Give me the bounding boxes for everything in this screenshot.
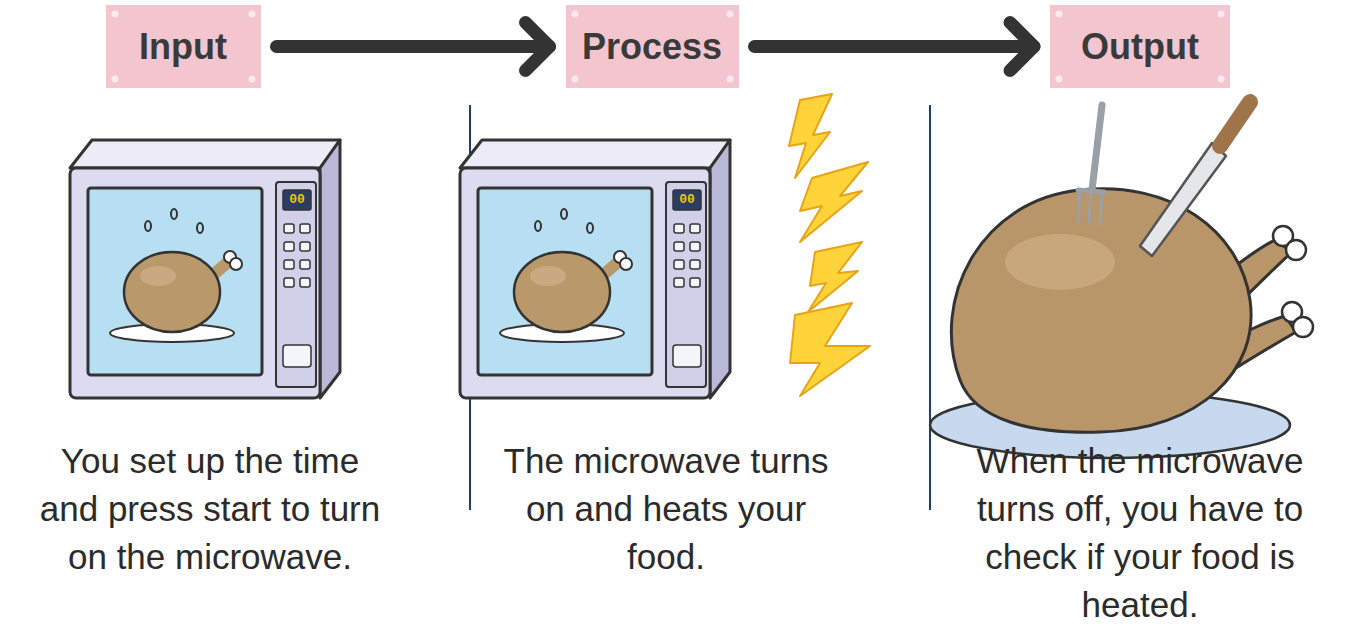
step-caption: The microwave turns on and heats your fo… (488, 437, 844, 581)
turkey-body (951, 189, 1251, 432)
lightning-bolt (789, 94, 832, 178)
lightning-bolt (800, 162, 868, 242)
flow-arrow (755, 23, 1035, 71)
fork-tine (1078, 190, 1080, 222)
flow-arrow (277, 23, 550, 71)
arrow-shaft (277, 40, 550, 53)
microwave (70, 140, 340, 398)
fork-tine (1100, 192, 1102, 224)
stage-label: Output (1081, 27, 1199, 67)
lightning-bolt (808, 242, 862, 312)
step-caption: When the microwave turns off, you have t… (962, 437, 1318, 629)
arrow-shaft (755, 40, 1035, 53)
stage-label-box: Output (1050, 5, 1230, 88)
stage-label: Process (582, 27, 722, 67)
lightning-bolts (789, 94, 870, 396)
knife-blade (1140, 143, 1226, 256)
bone (1293, 317, 1313, 337)
display-digits: 00 (283, 190, 311, 210)
stage-label-box: Process (566, 5, 739, 88)
bone (1286, 240, 1306, 260)
arrow-head (526, 23, 550, 71)
knife-handle (1220, 102, 1250, 146)
fork-handle (1092, 105, 1102, 190)
stage-label-box: Input (106, 5, 261, 88)
arrow-head (1010, 23, 1034, 71)
column-divider (929, 105, 931, 510)
display-digits: 00 (673, 190, 701, 210)
stage-label: Input (139, 27, 227, 67)
fork-tine (1089, 191, 1091, 223)
turkey-shine (1005, 234, 1115, 290)
heated-turkey (930, 102, 1313, 458)
step-caption: You set up the time and press start to t… (32, 437, 388, 581)
microwave (460, 140, 730, 398)
lightning-bolt (790, 303, 870, 396)
